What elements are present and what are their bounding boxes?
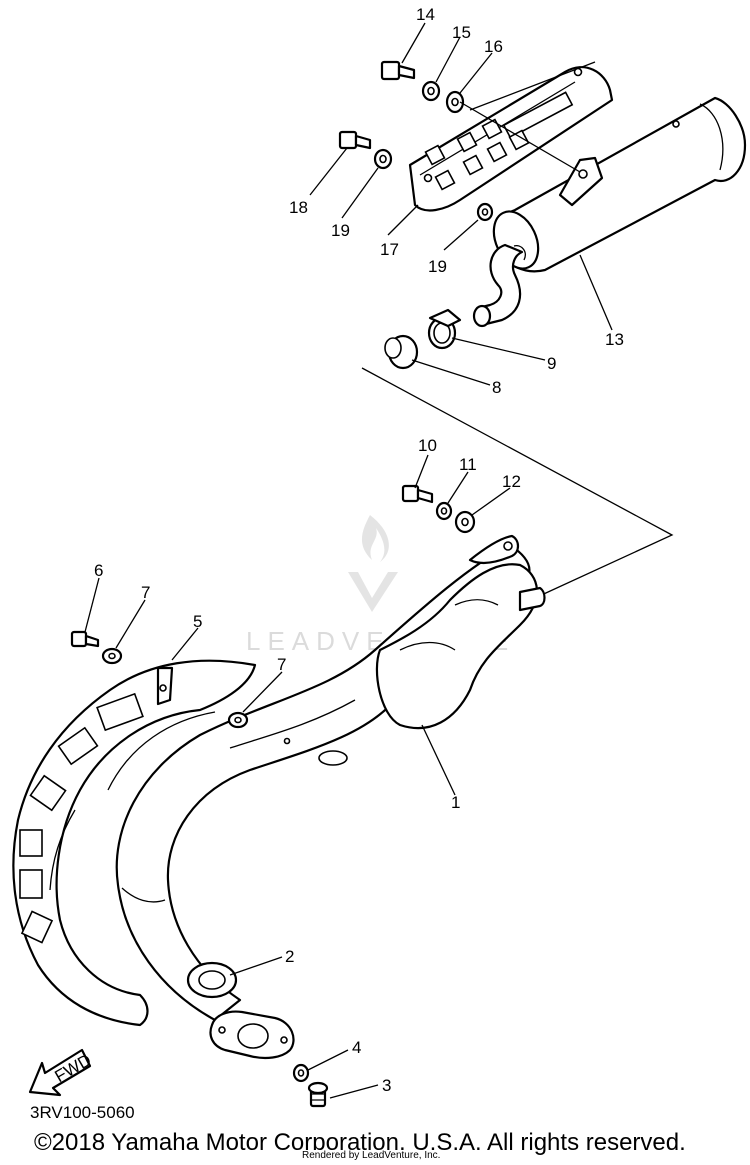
callout-7b: 7: [277, 655, 286, 674]
gasket-2: [186, 961, 238, 999]
callout-19b: 19: [428, 257, 447, 276]
callout-2: 2: [285, 947, 294, 966]
callout-7a: 7: [141, 583, 150, 602]
washer-11: [435, 501, 453, 521]
washer-7a: [101, 647, 123, 665]
bolt-6: [70, 630, 100, 648]
forward-arrow-icon: FWD: [28, 1048, 94, 1097]
callout-17: 17: [380, 240, 399, 259]
bolt-18: [338, 130, 372, 150]
callout-16: 16: [484, 37, 503, 56]
clamp-9: [427, 308, 462, 350]
callout-11: 11: [459, 455, 477, 474]
gasket-8: [384, 334, 419, 370]
callout-15: 15: [452, 23, 471, 42]
callout-8: 8: [492, 378, 501, 397]
diagram-code: 3RV100-5060: [30, 1103, 135, 1122]
rendered-by-notice: Rendered by LeadVenture, Inc.: [300, 1150, 443, 1161]
washer-19b: [476, 202, 494, 222]
callout-4: 4: [352, 1038, 361, 1057]
washer-19a: [373, 148, 393, 170]
leader-lines: [84, 22, 613, 1099]
callout-14: 14: [416, 5, 435, 24]
silencer-protector-17: [408, 61, 614, 212]
exhaust-protector-5: [12, 659, 257, 1027]
assembly-lines: [361, 367, 674, 599]
callout-3: 3: [382, 1076, 391, 1095]
washer-4: [292, 1063, 310, 1083]
callout-12: 12: [502, 472, 521, 491]
washer-7b: [227, 711, 249, 729]
washer-15: [421, 80, 441, 102]
stud-bolt-3: [307, 1081, 329, 1108]
washer-16: [445, 90, 465, 114]
callout-18: 18: [289, 198, 308, 217]
callout-19a: 19: [331, 221, 350, 240]
exhaust-pipe-1: [115, 534, 546, 1060]
callout-5: 5: [193, 612, 202, 631]
callout-9: 9: [547, 354, 556, 373]
bolt-10: [401, 484, 434, 504]
callout-6: 6: [94, 561, 103, 580]
callout-labels: 1 2 3 4 5 6 7 7 8 9 10 11 12 13 14 15 16…: [94, 5, 624, 1095]
washer-12: [454, 510, 476, 534]
callout-1: 1: [451, 793, 460, 812]
callout-13: 13: [605, 330, 624, 349]
silencer-13: [472, 96, 747, 328]
callout-10: 10: [418, 436, 437, 455]
bolt-14: [380, 60, 416, 81]
